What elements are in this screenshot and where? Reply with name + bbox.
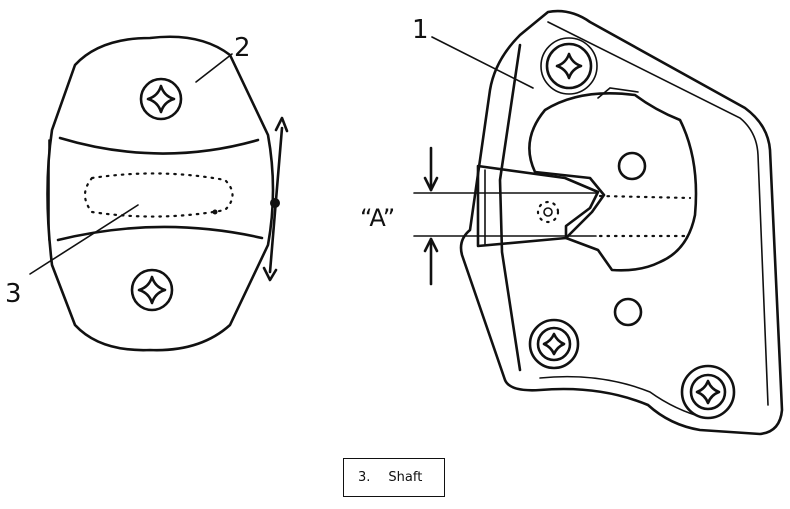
leader-line (431, 36, 534, 89)
dimension-a-label: “A” (360, 204, 395, 232)
screw-icon (540, 37, 598, 95)
shaft (83, 172, 234, 218)
screw-icon (139, 77, 183, 121)
alignment-arrow (262, 116, 289, 282)
screw-icon (130, 268, 174, 312)
striker-plate (46, 35, 275, 352)
dimension-a-indicator (413, 146, 597, 286)
legend-item-label: Shaft (388, 470, 423, 485)
callout-3: 3 (5, 279, 22, 309)
screw-icon (680, 364, 736, 420)
callout-2: 2 (234, 33, 251, 63)
leader-line (195, 53, 233, 83)
lock-assembly (459, 9, 784, 436)
callout-1: 1 (412, 15, 429, 45)
leader-line (29, 204, 139, 275)
screw-icon (528, 318, 580, 370)
legend-item-number: 3. (358, 470, 371, 485)
legend-box: 3. Shaft (343, 458, 445, 497)
door-lock-diagram: 2 3 1 “A” (5, 9, 784, 436)
